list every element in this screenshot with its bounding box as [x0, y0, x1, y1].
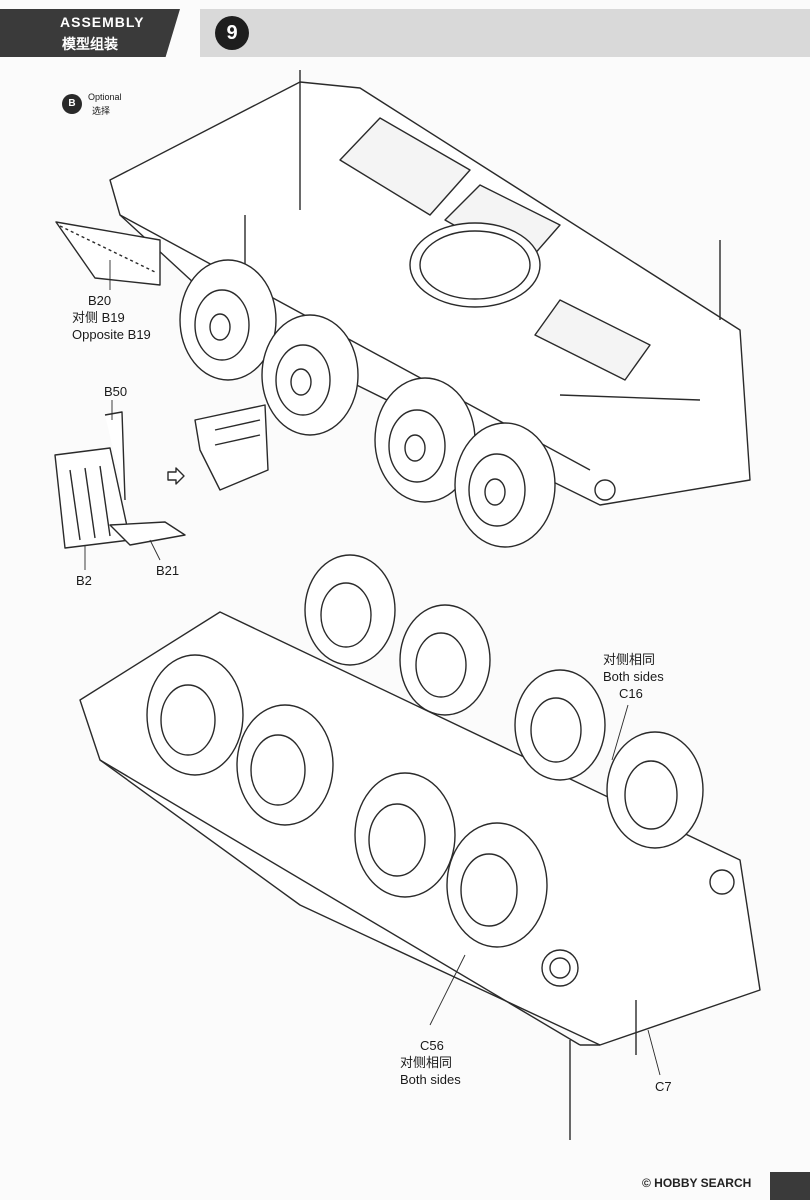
upper-wheels-drawing [179, 259, 556, 548]
c16-note-zh: 对侧相同 [603, 652, 656, 667]
b20-part: B20 [88, 293, 112, 308]
callout-c7: C7 [655, 1079, 672, 1094]
hobby-search-watermark: © HOBBY SEARCH [642, 1176, 752, 1190]
callout-b20: B20 [88, 292, 111, 309]
optional-label-zh: 选择 [92, 106, 111, 116]
c56-note-zh: 对侧相同 [400, 1055, 453, 1070]
callout-b21: B21 [156, 563, 180, 578]
assembly-title-block: ASSEMBLY 模型组装 [0, 9, 180, 57]
header-bar [200, 9, 810, 57]
page-footer: © HOBBY SEARCH [640, 1172, 810, 1200]
upper-hull-drawing [55, 70, 751, 506]
page-tab [770, 1172, 810, 1200]
b19-note-zh: 对侧 B19 [72, 310, 125, 325]
c56-note-en: Both sides [400, 1072, 461, 1087]
callout-c16: 对侧相同 Both sides C16 [603, 651, 664, 702]
callout-b2: B2 [76, 573, 92, 588]
page-header: ASSEMBLY 模型组装 9 [0, 0, 810, 60]
assembly-title-zh: 模型组装 [62, 36, 118, 52]
c16-part: C16 [619, 686, 643, 701]
lower-wheels-drawing [146, 554, 704, 948]
callout-c56: C56 对侧相同 Both sides [400, 1037, 461, 1088]
callout-b19-note: 对侧 B19 Opposite B19 [72, 309, 151, 343]
step-number: 9 [215, 16, 249, 50]
optional-b-icon: B [62, 94, 82, 114]
small-parts-drawing [54, 404, 269, 549]
assembly-title-en: ASSEMBLY [60, 14, 145, 30]
b19-note-en: Opposite B19 [72, 327, 151, 342]
c56-part: C56 [420, 1038, 444, 1053]
c16-note-en: Both sides [603, 669, 664, 684]
leader-lines [84, 260, 661, 1076]
optional-label-en: Optional [88, 92, 122, 102]
callout-b50: B50 [104, 384, 128, 399]
